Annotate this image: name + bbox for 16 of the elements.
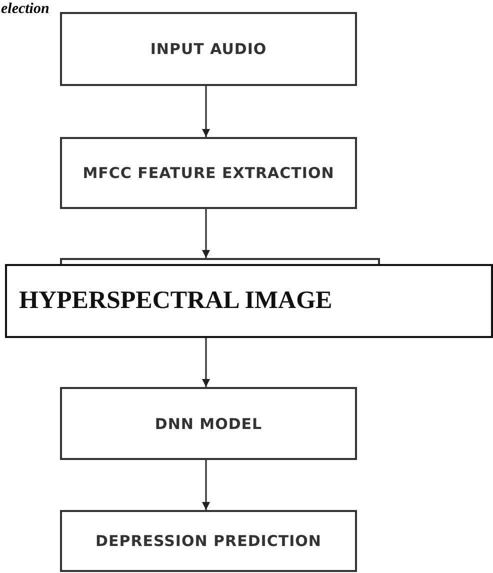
- arrow: [202, 338, 210, 387]
- process-box: [60, 258, 380, 264]
- box-label: MFCC FEATURE EXTRACTION: [82, 164, 334, 182]
- process-box: [60, 137, 357, 209]
- heading-fragment: election: [1, 1, 50, 18]
- box-label: HYPERSPECTRAL IMAGE: [19, 287, 332, 315]
- arrow: [202, 460, 210, 510]
- box-label: DEPRESSION PREDICTION: [96, 532, 322, 550]
- process-box: [60, 510, 357, 572]
- arrow: [202, 209, 210, 258]
- box-label: INPUT AUDIO: [150, 40, 267, 58]
- arrow: [202, 86, 210, 137]
- overlay-box: [5, 264, 493, 338]
- process-box: [60, 12, 357, 86]
- process-box: [60, 387, 357, 460]
- box-label: DNN MODEL: [154, 414, 262, 432]
